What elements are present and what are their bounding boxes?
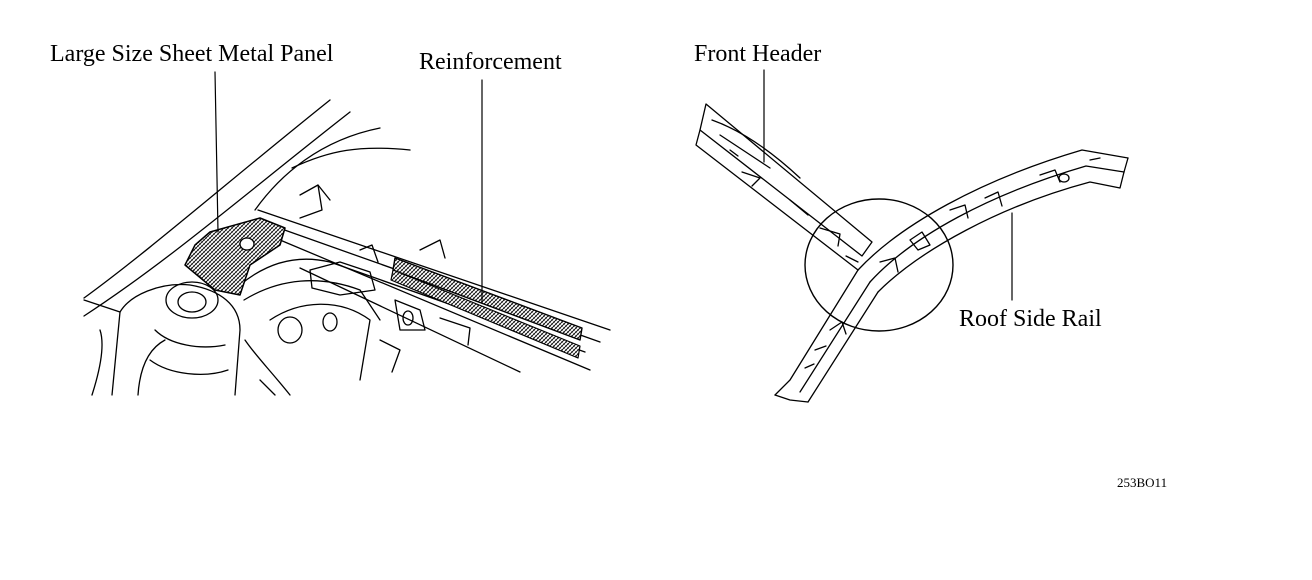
leader-large-panel bbox=[214, 71, 219, 233]
figure-code: 253BO11 bbox=[1117, 475, 1168, 490]
label-large-size-sheet-metal-panel: Large Size Sheet Metal Panel bbox=[50, 41, 334, 67]
joint-detail-circle bbox=[804, 198, 954, 332]
label-front-header: Front Header bbox=[694, 41, 822, 67]
label-reinforcement: Reinforcement bbox=[419, 49, 562, 75]
right-illustration bbox=[695, 69, 1129, 403]
left-illustration bbox=[83, 71, 611, 396]
label-roof-side-rail: Roof Side Rail bbox=[959, 306, 1102, 332]
